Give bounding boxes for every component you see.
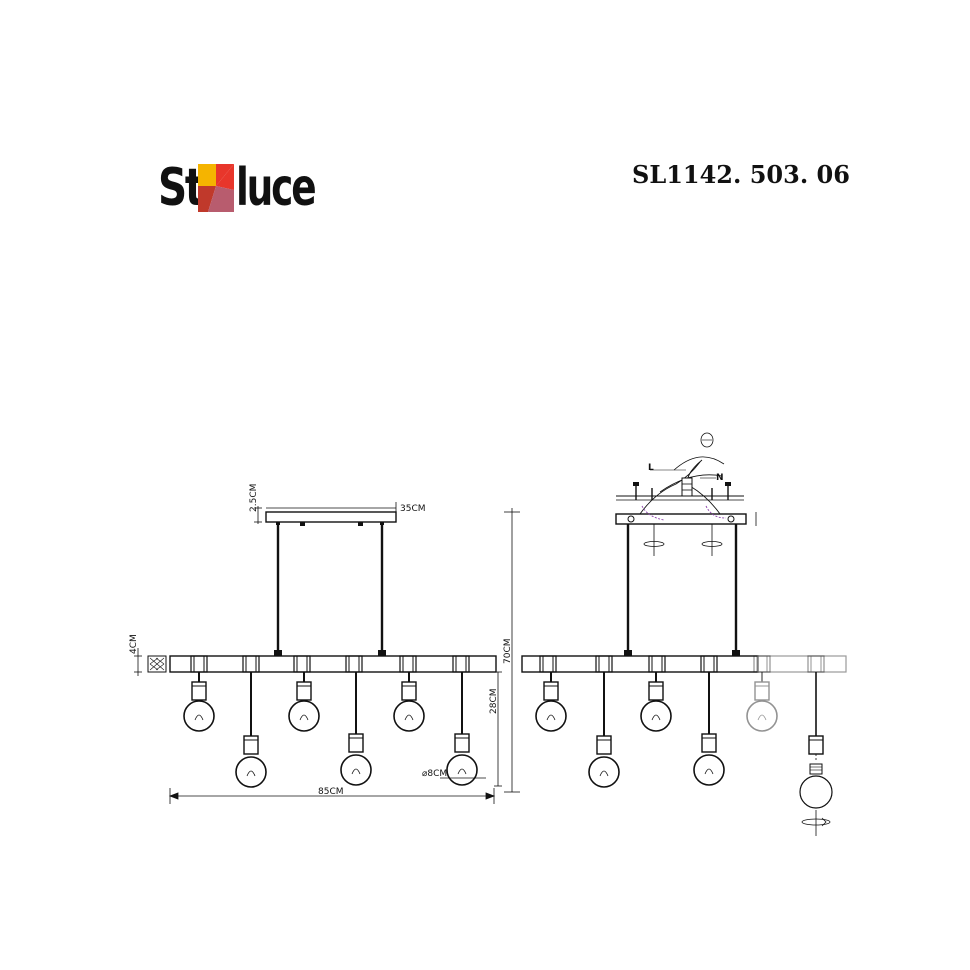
pendant bbox=[393, 672, 425, 732]
canopy-plate bbox=[615, 513, 747, 525]
logo-text-luce: luce bbox=[236, 158, 317, 218]
detached-pendant bbox=[799, 672, 833, 836]
dim-beam-height: 4CM bbox=[129, 634, 139, 654]
beam bbox=[521, 655, 759, 673]
front-view: 2.5CM 35CM 4CM 28CM 70CM 85CM ⌀8CM bbox=[129, 484, 520, 804]
label-live: L bbox=[648, 463, 654, 473]
dim-total-length: 85CM bbox=[318, 787, 344, 797]
model-number: SL1142. 503. 06 bbox=[632, 160, 850, 189]
pendant bbox=[183, 672, 215, 732]
installation-view: L N bbox=[521, 432, 847, 836]
brand-logo: St luce bbox=[158, 152, 317, 224]
dim-canopy-height: 2.5CM bbox=[249, 484, 259, 512]
pendant bbox=[235, 672, 267, 788]
dim-drop-length: 28CM bbox=[489, 688, 499, 714]
canopy bbox=[265, 511, 397, 523]
pendant bbox=[340, 672, 372, 786]
label-neutral: N bbox=[716, 473, 724, 483]
dim-canopy-length: 35CM bbox=[400, 504, 426, 514]
logo-text-st: St bbox=[158, 158, 204, 218]
dim-total-height: 70CM bbox=[503, 638, 513, 664]
beam bbox=[169, 655, 497, 673]
pendant bbox=[446, 672, 478, 786]
dim-bulb-diameter: ⌀8CM bbox=[422, 769, 447, 779]
logo-mark-icon bbox=[198, 164, 234, 212]
pendant bbox=[288, 672, 320, 732]
